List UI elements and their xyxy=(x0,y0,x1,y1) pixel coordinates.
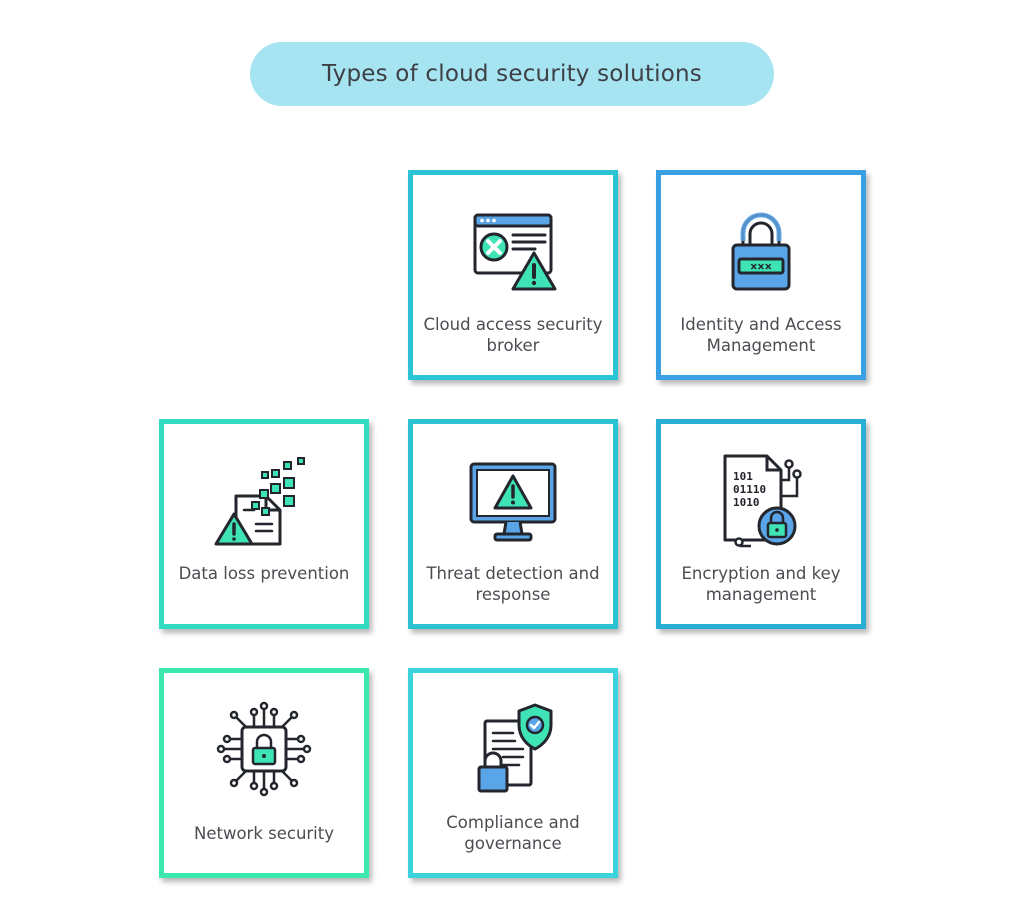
card-network-security: Network security xyxy=(159,668,369,878)
svg-text:×××: ××× xyxy=(750,260,772,274)
card-label: Compliance and governance xyxy=(446,813,580,853)
svg-text:1010: 1010 xyxy=(733,496,760,509)
card-encryption-key-management: 101 01110 1010 Encryption and key manage… xyxy=(656,419,866,629)
card-label: Encryption and key management xyxy=(681,564,841,604)
monitor-warning-icon xyxy=(463,450,563,550)
card-data-loss-prevention: Data loss prevention xyxy=(159,419,369,629)
document-data-leak-icon xyxy=(214,450,314,550)
circuit-lock-icon xyxy=(214,699,314,799)
title-banner: Types of cloud security solutions xyxy=(250,42,774,106)
card-identity-access-management: ××× Identity and Access Management xyxy=(656,170,866,380)
card-label: Network security xyxy=(193,824,335,843)
card-label: Threat detection and response xyxy=(426,564,600,604)
card-label: Data loss prevention xyxy=(178,564,350,583)
page-title: Types of cloud security solutions xyxy=(321,61,702,87)
document-shield-lock-icon xyxy=(463,699,563,799)
svg-text:101: 101 xyxy=(733,470,753,483)
svg-text:01110: 01110 xyxy=(733,483,766,496)
card-compliance-governance: Compliance and governance xyxy=(408,668,618,878)
card-label: Identity and Access Management xyxy=(680,315,842,355)
card-threat-detection-response: Threat detection and response xyxy=(408,419,618,629)
binary-file-lock-icon: 101 01110 1010 xyxy=(711,450,811,550)
browser-warning-icon xyxy=(463,201,563,301)
card-cloud-access-security-broker: Cloud access security broker xyxy=(408,170,618,380)
padlock-password-icon: ××× xyxy=(711,201,811,301)
card-label: Cloud access security broker xyxy=(423,315,603,355)
